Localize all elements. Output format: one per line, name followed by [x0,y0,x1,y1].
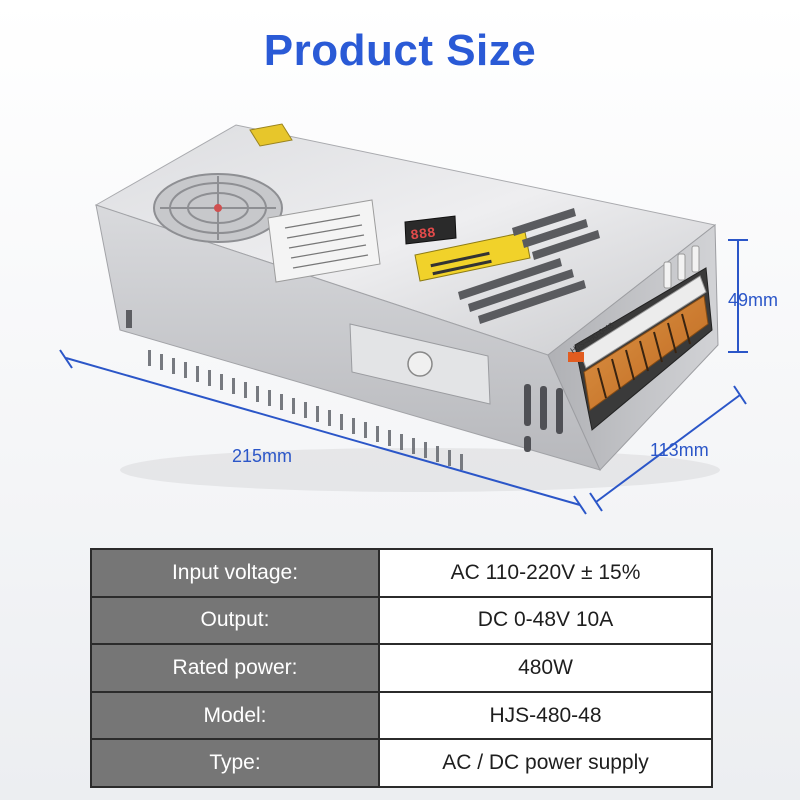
spec-row-rated-power: Rated power: 480W [90,643,713,693]
voltage-display [404,215,457,245]
height-dimension-label: 49mm [728,290,779,310]
front-vents [148,350,463,470]
spec-value-type: AC / DC power supply [378,738,713,788]
spec-row-output: Output: DC 0-48V 10A [90,595,713,646]
length-dimension-label: 215mm [232,446,293,466]
top-vents [458,208,600,324]
spec-value-output: DC 0-48V 10A [378,595,713,646]
spec-label-input-voltage: Input voltage: [90,548,380,598]
spec-row-input-voltage: Input voltage: AC 110-220V ± 15% [90,548,713,598]
length-dimension-line [65,357,581,506]
spec-value-model: HJS-480-48 [378,690,713,741]
dimension-lines [59,239,748,515]
drop-shadow [120,448,720,492]
spec-value-input-voltage: AC 110-220V ± 15% [378,548,713,598]
width-dimension-label: 113mm [650,440,709,460]
width-dimension-line [595,394,741,503]
spec-label [267,199,381,283]
product-image: 888 [59,123,748,515]
spec-label-output: Output: [90,595,380,646]
spec-label-model: Model: [90,690,380,741]
spec-row-model: Model: HJS-480-48 [90,690,713,741]
terminal-block [568,245,713,431]
fan-grille [153,173,283,243]
spec-label-rated-power: Rated power: [90,643,380,693]
spec-label-type: Type: [90,738,380,788]
spec-value-rated-power: 480W [378,643,713,693]
warning-sticker [249,123,293,147]
spec-row-type: Type: AC / DC power supply [90,738,713,788]
voltage-display-digits: 888 [410,225,437,244]
spec-table: Input voltage: AC 110-220V ± 15% Output:… [90,548,713,788]
side-vents [524,384,563,452]
page-title: Product Size [263,26,537,75]
